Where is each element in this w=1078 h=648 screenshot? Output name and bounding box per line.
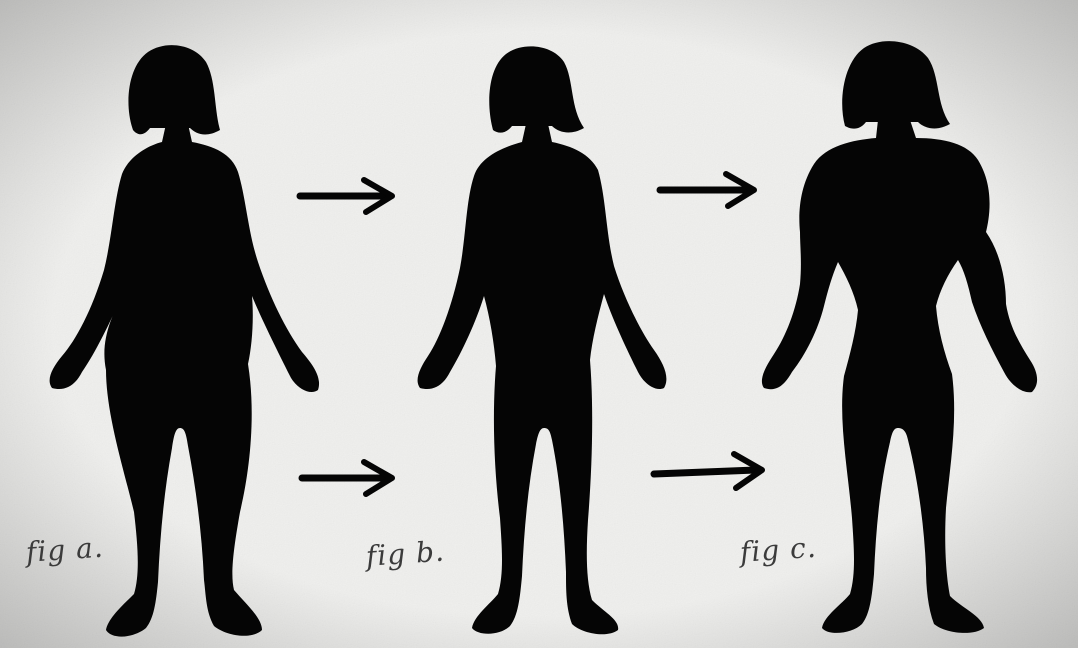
figure-b-caption: fig b. bbox=[365, 535, 446, 573]
figure-c-caption: fig c. bbox=[739, 531, 818, 569]
arrow-b-to-c-lower bbox=[654, 470, 756, 474]
figure-a-caption: fig a. bbox=[25, 531, 105, 569]
